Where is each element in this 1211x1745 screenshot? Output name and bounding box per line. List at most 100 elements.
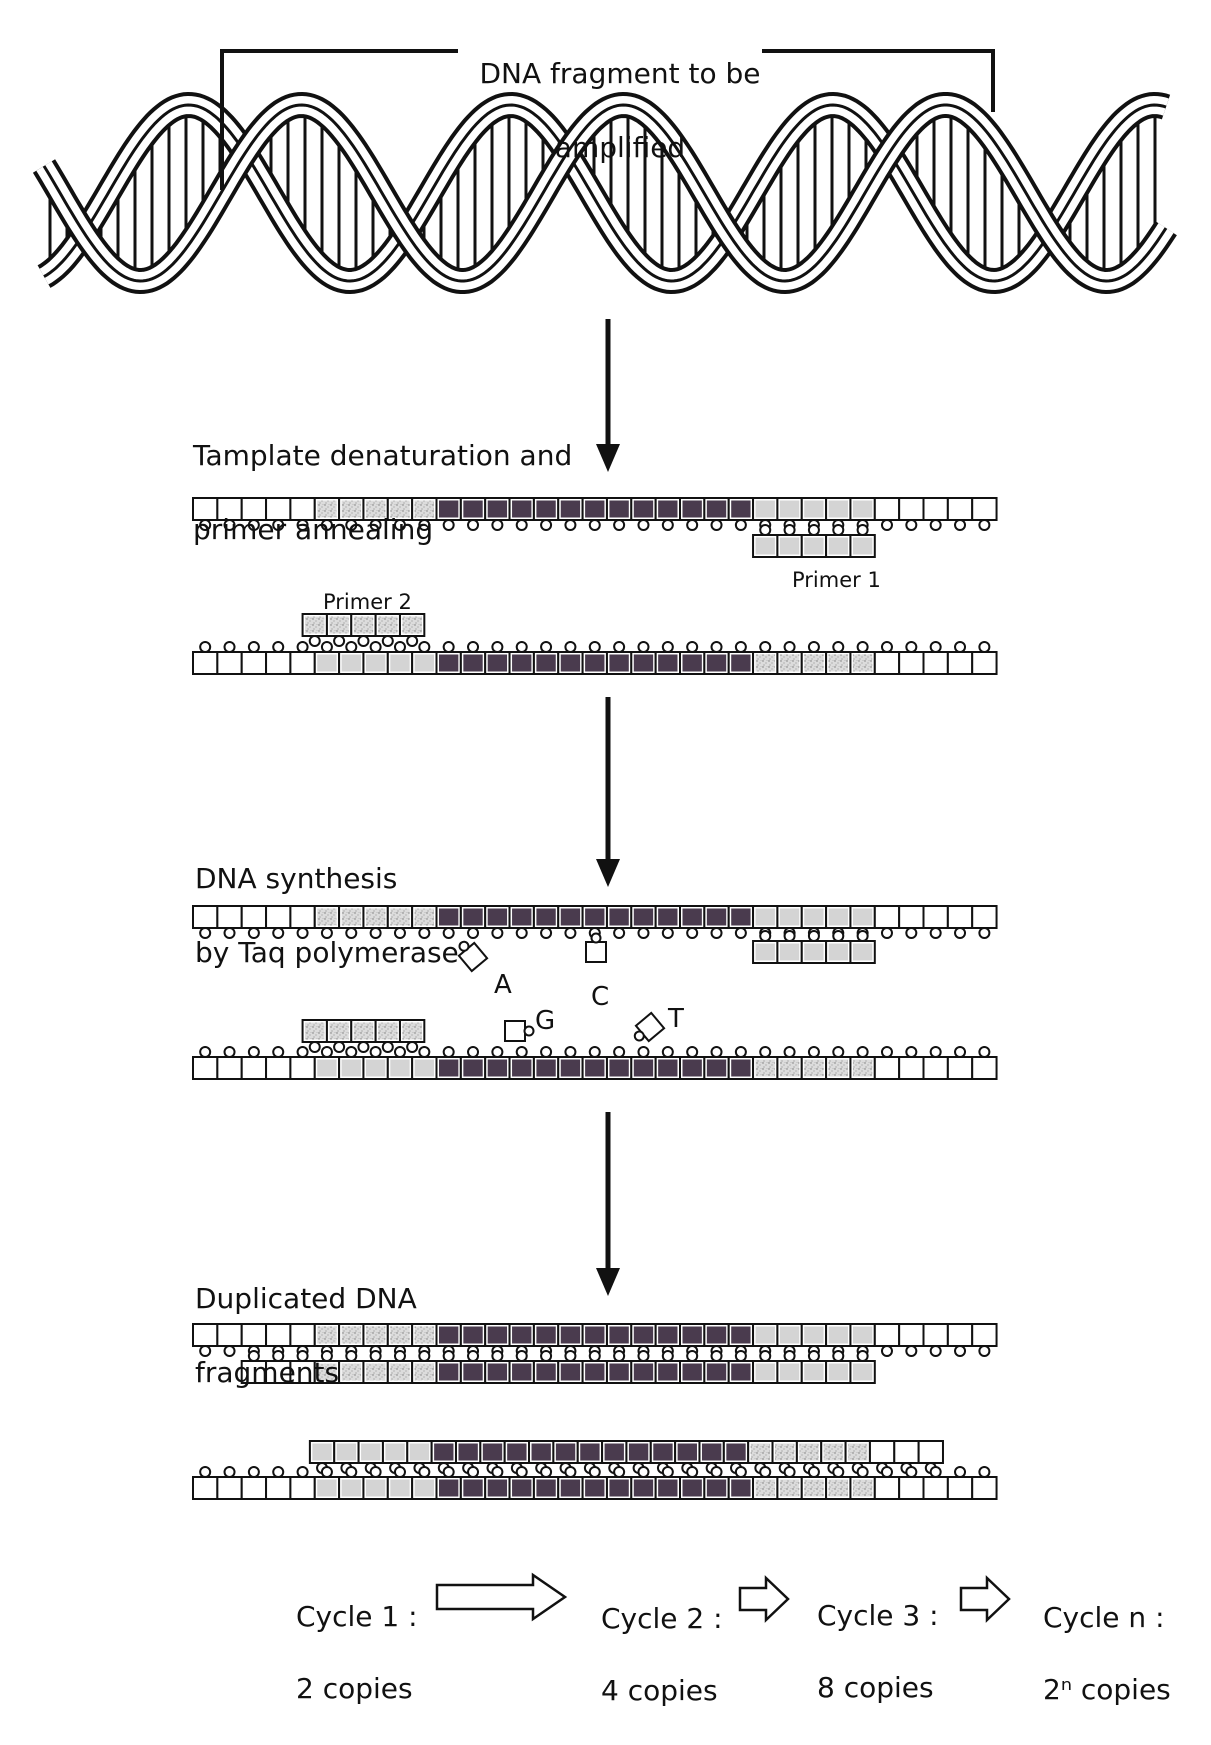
template-strand-top-step2 bbox=[192, 905, 998, 939]
strand-knob bbox=[954, 1466, 967, 1478]
strand-cell-fill bbox=[609, 1326, 629, 1344]
strand-cell-fill bbox=[414, 1479, 434, 1497]
strand-cell bbox=[971, 1056, 998, 1080]
nucleotide-t-label: T bbox=[668, 1004, 684, 1034]
strand-knob bbox=[783, 1466, 796, 1478]
strand-knob bbox=[832, 641, 845, 653]
strand-knob bbox=[467, 641, 480, 653]
nucleotide-g bbox=[504, 1020, 535, 1042]
strand-knob bbox=[929, 1345, 942, 1357]
strand-cell-fill bbox=[536, 1479, 556, 1497]
strand-cell-fill bbox=[706, 654, 727, 672]
strand-knob bbox=[856, 1466, 869, 1478]
strand-cell-fill bbox=[658, 1326, 678, 1344]
strand-knob bbox=[588, 1350, 601, 1362]
strand-cell-fill bbox=[852, 1326, 873, 1344]
strand-knob bbox=[491, 641, 504, 653]
strand-cell-fill bbox=[439, 908, 459, 926]
strand-cell-fill bbox=[487, 1059, 508, 1077]
strand-knob bbox=[759, 930, 772, 942]
strand-knob bbox=[929, 1046, 942, 1058]
strand-cell-fill bbox=[487, 908, 508, 926]
strand-knob bbox=[807, 930, 820, 942]
strand-cell-fill bbox=[463, 908, 483, 926]
strand-cell bbox=[898, 905, 925, 929]
step-duplicated-label: Duplicated DNA fragments bbox=[195, 1243, 417, 1428]
strand-knob bbox=[734, 1046, 747, 1058]
strand-knob bbox=[272, 1046, 285, 1058]
strand-cell-fill bbox=[536, 500, 556, 518]
strand-knob bbox=[588, 1466, 601, 1478]
strand-cell bbox=[240, 651, 268, 675]
strand-cell-fill bbox=[341, 1326, 361, 1344]
strand-cell-fill bbox=[848, 1443, 868, 1461]
strand-cell-fill bbox=[378, 1022, 398, 1040]
strand-cell-fill bbox=[609, 500, 629, 518]
strand-knob bbox=[978, 1345, 991, 1357]
strand-cell-fill bbox=[439, 500, 459, 518]
strand-knob bbox=[223, 1345, 236, 1357]
strand-knob bbox=[320, 519, 333, 531]
strand-knob bbox=[296, 927, 309, 939]
strand-knob bbox=[710, 641, 723, 653]
strand-knob bbox=[369, 1046, 382, 1058]
strand-cell-fill bbox=[482, 1443, 503, 1461]
strand-knob bbox=[467, 519, 480, 531]
strand-cell-fill bbox=[536, 908, 556, 926]
strand-cell-fill bbox=[585, 908, 605, 926]
strand-knob bbox=[710, 927, 723, 939]
strand-knob bbox=[905, 1345, 918, 1357]
strand-cell-fill bbox=[755, 943, 775, 961]
strand-cell-fill bbox=[731, 1479, 751, 1497]
new-strand-copy-2 bbox=[308, 1440, 944, 1474]
strand-knob bbox=[393, 519, 406, 531]
title-label: DNA fragment to be amplified bbox=[460, 18, 780, 203]
strand-cell-fill bbox=[341, 908, 361, 926]
strand-cell-fill bbox=[317, 500, 337, 518]
strand-cell-fill bbox=[658, 1059, 678, 1077]
strand-knob bbox=[418, 519, 431, 531]
cycle-1-label: Cycle 1 : 2 copies bbox=[296, 1563, 418, 1743]
strand-cell-fill bbox=[799, 1443, 819, 1461]
strand-cell-fill bbox=[336, 1443, 357, 1461]
strand-knob bbox=[954, 927, 967, 939]
strand-knob bbox=[783, 1350, 796, 1362]
primer-2-label: Primer 2 bbox=[323, 590, 412, 614]
strand-knob bbox=[406, 1041, 419, 1053]
strand-knob bbox=[467, 927, 480, 939]
strand-knob bbox=[686, 519, 699, 531]
strand-cell-fill bbox=[361, 1443, 381, 1461]
strand-cell-fill bbox=[439, 654, 459, 672]
strand-knob bbox=[320, 1466, 333, 1478]
nucleotide-c-knob bbox=[590, 932, 602, 944]
new-strand-copy-1 bbox=[240, 1350, 876, 1384]
strand-knob bbox=[199, 927, 212, 939]
cycle-1-name: Cycle 1 : bbox=[296, 1600, 418, 1633]
strand-cell-fill bbox=[341, 1363, 361, 1381]
strand-cell bbox=[922, 651, 949, 675]
strand-cell-fill bbox=[755, 1326, 775, 1344]
strand-knob bbox=[320, 927, 333, 939]
strand-knob bbox=[199, 519, 212, 531]
strand-cell bbox=[898, 1056, 925, 1080]
strand-cell-fill bbox=[828, 537, 848, 555]
strand-knob bbox=[393, 1350, 406, 1362]
fragment-bracket bbox=[220, 49, 995, 190]
strand-knob bbox=[199, 641, 212, 653]
strand-cell-fill bbox=[463, 500, 483, 518]
strand-cell-fill bbox=[852, 654, 873, 672]
cycle-arrow-3 bbox=[959, 1575, 1011, 1623]
strand-cell-fill bbox=[414, 1363, 434, 1381]
step-3-line-2: fragments bbox=[195, 1356, 340, 1389]
strand-knob bbox=[613, 1046, 626, 1058]
strand-knob bbox=[296, 1350, 309, 1362]
strand-knob bbox=[199, 1046, 212, 1058]
strand-cell-fill bbox=[512, 1326, 532, 1344]
strand-knob bbox=[272, 927, 285, 939]
strand-knob bbox=[978, 641, 991, 653]
strand-knob bbox=[856, 1046, 869, 1058]
strand-cell-fill bbox=[585, 654, 605, 672]
strand-knob bbox=[442, 1046, 455, 1058]
strand-knob bbox=[564, 1466, 577, 1478]
step-arrow-head-1 bbox=[596, 444, 620, 472]
